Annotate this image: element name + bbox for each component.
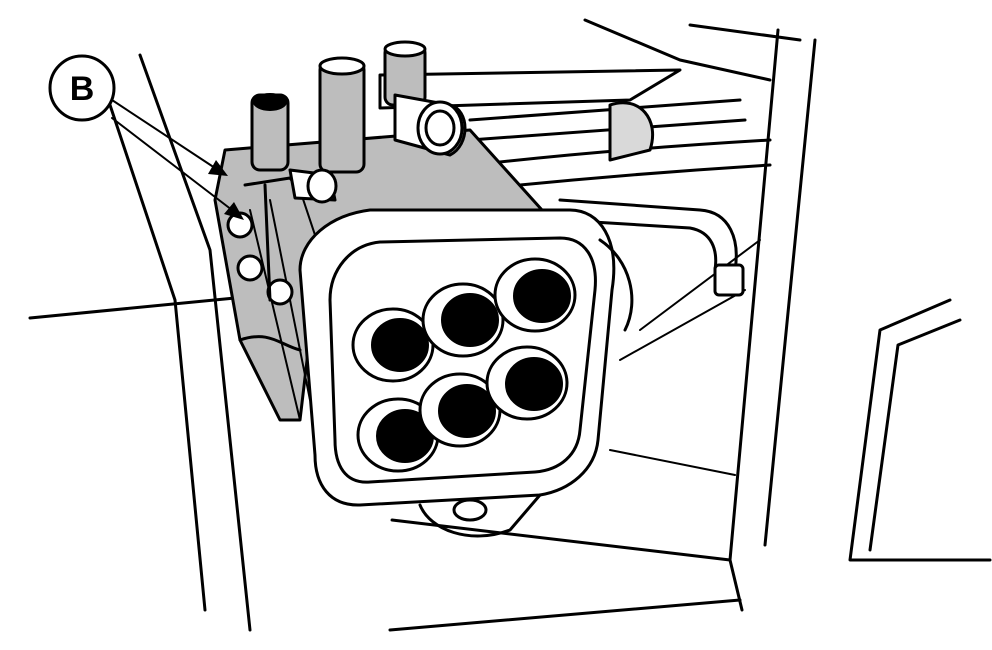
spool-caps [250,40,467,174]
coupler-bottom-middle [418,372,502,448]
coupler-top-right [493,257,577,333]
coupler-top-middle [421,282,505,358]
callout-leader-line [111,99,216,169]
frame-lines [28,18,992,632]
coupler-bottom-right [485,345,569,421]
mounting-bracket [378,68,682,162]
couplers [351,257,577,473]
hydraulic-tubes [328,98,772,297]
callout-b-label: B [70,70,95,108]
coupler-bottom-left [356,397,440,473]
coupler-top-left [351,307,435,383]
callout-b: B [48,54,244,220]
callout-arrow-head [208,160,228,176]
